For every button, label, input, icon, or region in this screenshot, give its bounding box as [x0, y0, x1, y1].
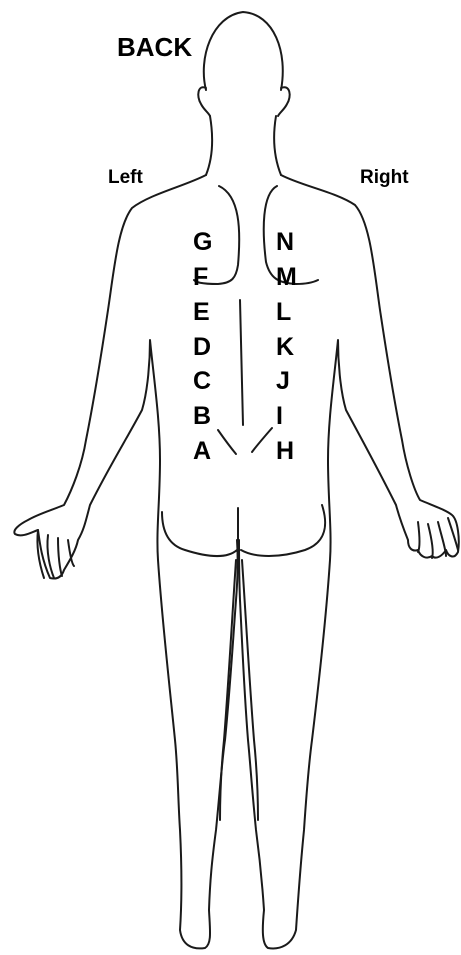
lower-back-left-line	[218, 430, 236, 454]
spine-line	[240, 300, 243, 425]
left-side-label: Left	[108, 168, 143, 187]
left-buttock-outline	[162, 512, 237, 556]
marker-b: B	[193, 404, 211, 429]
neck-left-outline	[206, 116, 212, 175]
right-hand-fingers	[418, 518, 458, 558]
left-ear-outline	[198, 87, 210, 116]
right-ear-outline	[278, 87, 290, 116]
left-inner-leg	[220, 560, 236, 820]
marker-j: J	[276, 369, 290, 394]
view-title: BACK	[117, 34, 192, 60]
marker-f: F	[193, 265, 208, 290]
head-outline	[204, 12, 283, 90]
marker-a: A	[193, 439, 211, 464]
marker-m: M	[276, 265, 297, 290]
right-body-outline	[239, 175, 459, 948]
marker-e: E	[193, 300, 210, 325]
right-side-label: Right	[360, 168, 409, 187]
marker-l: L	[276, 300, 291, 325]
marker-h: H	[276, 439, 294, 464]
left-body-outline	[14, 175, 237, 948]
marker-c: C	[193, 369, 211, 394]
marker-k: K	[276, 335, 294, 360]
marker-d: D	[193, 335, 211, 360]
marker-g: G	[193, 230, 212, 255]
neck-right-outline	[274, 116, 281, 175]
lower-back-right-line	[252, 428, 272, 452]
right-buttock-outline	[241, 505, 325, 556]
marker-n: N	[276, 230, 294, 255]
marker-i: I	[276, 404, 283, 429]
